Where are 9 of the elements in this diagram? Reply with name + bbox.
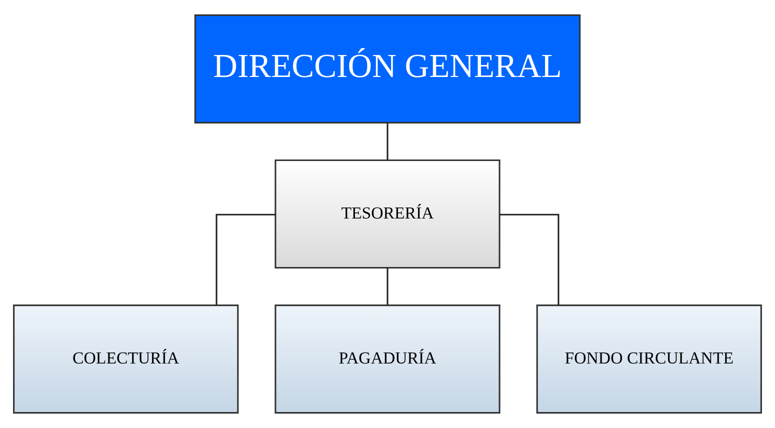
node-box: COLECTURÍA: [13, 304, 239, 414]
connector: [500, 214, 560, 306]
node-box: TESORERÍA: [274, 159, 500, 269]
connector: [386, 122, 388, 160]
node-box: PAGADURÍA: [274, 304, 500, 414]
connector: [216, 214, 276, 306]
node-box: FONDO CIRCULANTE: [536, 304, 762, 414]
connector: [386, 268, 388, 305]
node-box: DIRECCIÓN GENERAL: [194, 14, 581, 124]
